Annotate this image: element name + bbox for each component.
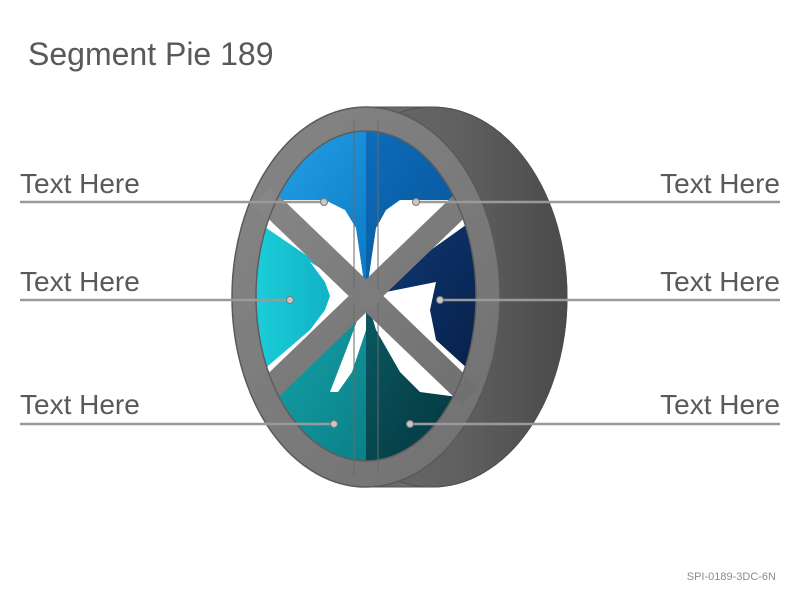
slide-title: Segment Pie 189 xyxy=(28,36,274,72)
segment-4-label: Text Here xyxy=(660,168,780,199)
segment-5-label: Text Here xyxy=(660,266,780,297)
template-code: SPI-0189-3DC-6N xyxy=(686,571,776,583)
leader-dot-6 xyxy=(406,420,414,428)
leader-dot-4 xyxy=(412,198,420,206)
leader-dot-2 xyxy=(286,296,294,304)
segment-2-left xyxy=(256,210,366,390)
hub xyxy=(352,282,380,310)
leader-dot-1 xyxy=(320,198,328,206)
segment-2-label: Text Here xyxy=(20,266,140,297)
segment-3-label: Text Here xyxy=(20,389,140,420)
segment-5-right xyxy=(366,215,476,380)
leader-dot-3 xyxy=(330,420,338,428)
segment-1-label: Text Here xyxy=(20,168,140,199)
leader-dot-5 xyxy=(436,296,444,304)
segment-6-label: Text Here xyxy=(660,389,780,420)
